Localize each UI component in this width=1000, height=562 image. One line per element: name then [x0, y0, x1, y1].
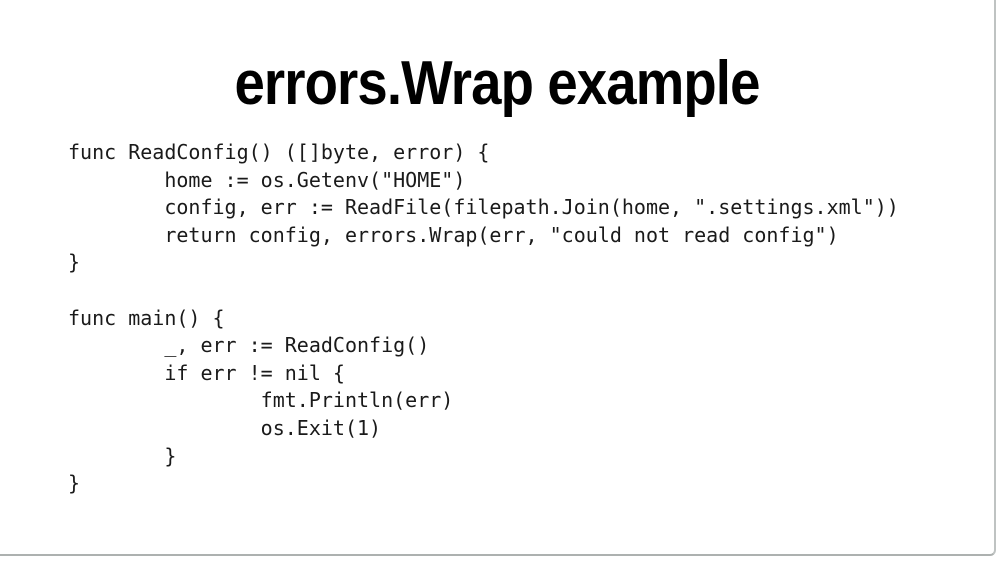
- code-block: func ReadConfig() ([]byte, error) { home…: [68, 140, 899, 496]
- slide-title: errors.Wrap example: [234, 49, 760, 118]
